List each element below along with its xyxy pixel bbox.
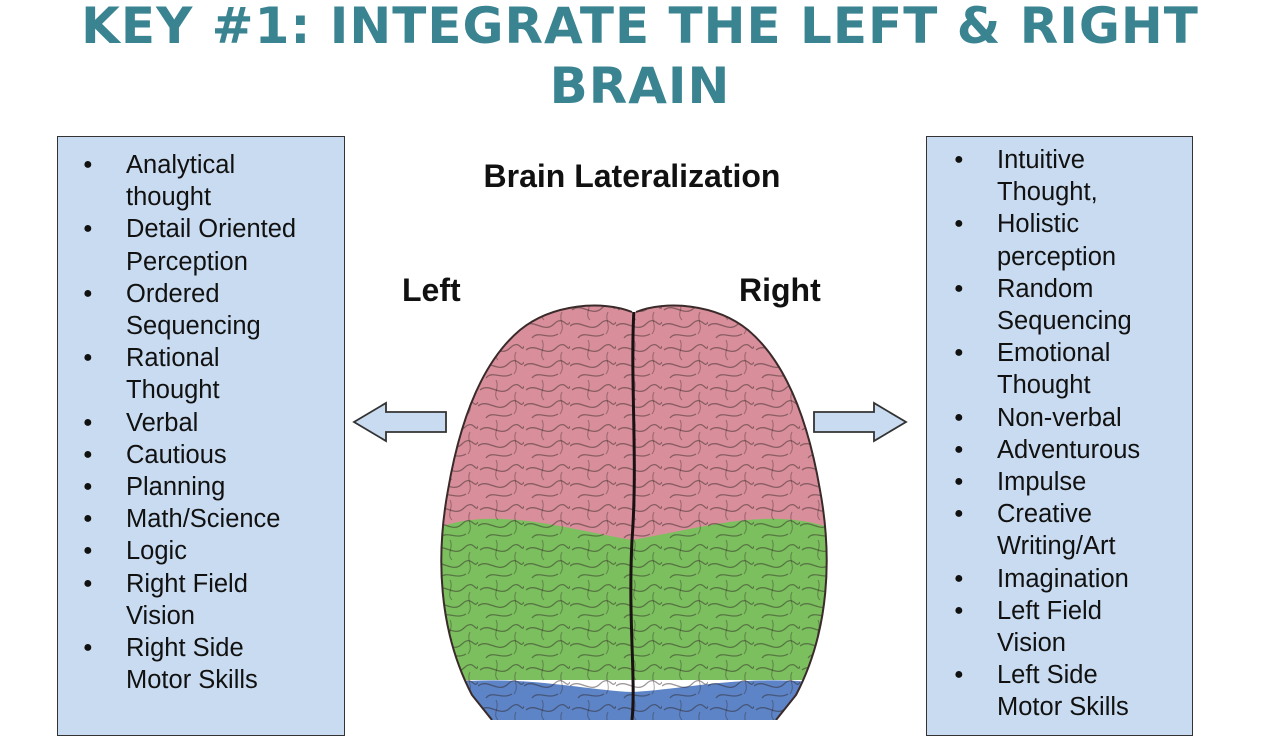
trait-item: Intuitive Thought, (954, 144, 1117, 208)
trait-item: Ordered Sequencing (83, 278, 286, 342)
trait-item: Verbal (83, 407, 344, 439)
right-brain-traits-box: Intuitive Thought, Holistic perception R… (926, 136, 1193, 736)
trait-item: Left Field Vision (954, 595, 1127, 659)
trait-item: Impulse (954, 466, 1192, 498)
brain-illustration (440, 304, 828, 720)
trait-item: Cautious (83, 439, 344, 471)
trait-item: Random Sequencing (954, 273, 1157, 337)
left-brain-trait-list: Analytical thought Detail Oriented Perce… (58, 137, 344, 696)
trait-item: Emotional Thought (954, 337, 1137, 401)
trait-item: Holistic perception (954, 208, 1137, 272)
trait-item: Planning (83, 471, 344, 503)
trait-item: Rational Thought (83, 342, 246, 406)
left-brain-traits-box: Analytical thought Detail Oriented Perce… (57, 136, 345, 736)
trait-item: Creative Writing/Art (954, 498, 1147, 562)
trait-item: Logic (83, 535, 344, 567)
diagram-title: Brain Lateralization (483, 158, 781, 194)
trait-item: Right Field Vision (83, 568, 276, 632)
trait-item: Right Side Motor Skills (83, 632, 276, 696)
trait-item: Non-verbal (954, 402, 1192, 434)
trait-item: Imagination (954, 563, 1192, 595)
right-brain-trait-list: Intuitive Thought, Holistic perception R… (927, 137, 1192, 724)
left-hemisphere-label: Left (402, 272, 461, 308)
trait-item: Adventurous (954, 434, 1192, 466)
trait-item: Analytical thought (83, 149, 266, 213)
right-arrow-icon (813, 401, 908, 443)
slide-title: KEY #1: INTEGRATE THE LEFT & RIGHT BRAIN (81, 0, 1199, 115)
right-hemisphere-label: Right (739, 272, 821, 308)
trait-item: Math/Science (83, 503, 344, 535)
left-arrow-icon (352, 401, 447, 443)
trait-item: Left Side Motor Skills (954, 659, 1157, 723)
trait-item: Detail Oriented Perception (83, 213, 316, 277)
